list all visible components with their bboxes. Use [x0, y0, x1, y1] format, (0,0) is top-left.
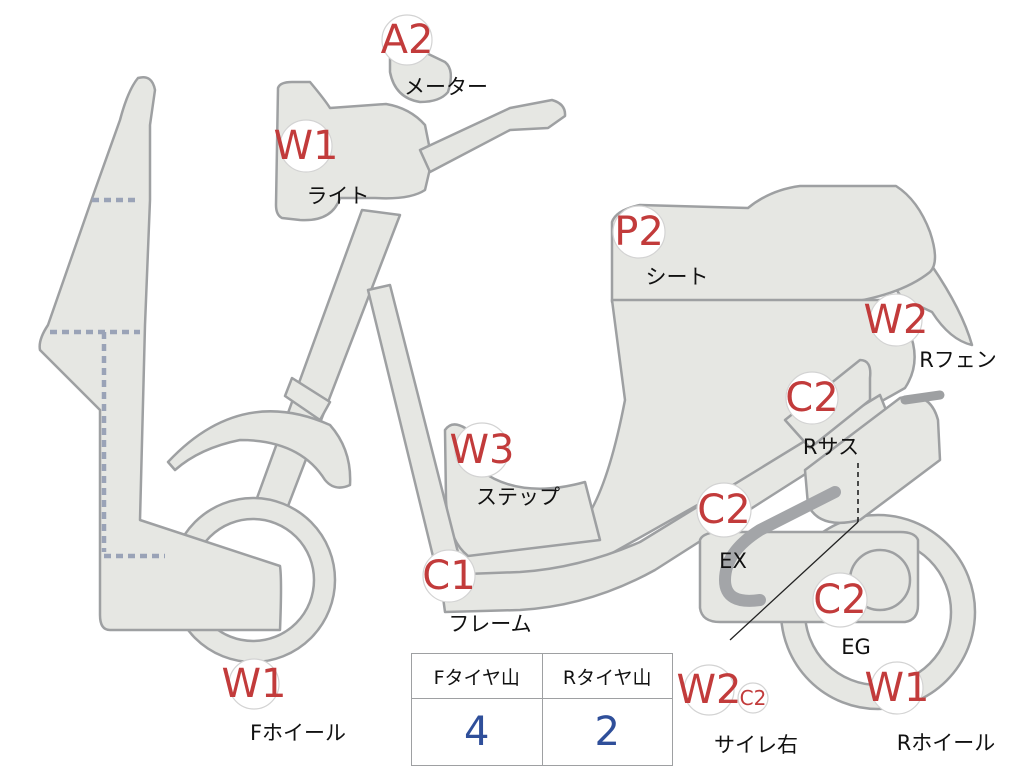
tire-tread-table: Fタイヤ山 Rタイヤ山 4 2 [411, 653, 673, 766]
grade-code: C2 [697, 487, 750, 533]
leader-line-solid [729, 521, 859, 641]
seat-part [610, 184, 937, 306]
handlebar [418, 98, 567, 174]
f-tire-tread-header: Fタイヤ山 [411, 653, 543, 699]
part-label: Rサス [803, 435, 859, 459]
grade-code: W2 [677, 667, 742, 713]
light-callout: W1 ライト [274, 119, 370, 208]
side-r-callout: W2 C2 サイレ右 [677, 664, 798, 757]
step-callout: W3 ステップ [450, 422, 560, 509]
grade-code: W1 [222, 661, 287, 707]
grade-circle [454, 422, 510, 478]
fender-stay [283, 376, 332, 422]
r-tire-tread-value: 2 [541, 698, 673, 766]
tread-value-row: 4 2 [411, 698, 673, 766]
grade-code: A2 [381, 17, 434, 63]
seat-callout: P2 シート [612, 205, 709, 289]
grade-code: W2 [864, 297, 929, 343]
front-fender-part [166, 410, 352, 489]
part-label: サイレ右 [714, 733, 798, 757]
grade-code: W1 [274, 123, 339, 169]
part-label: EG [841, 635, 871, 659]
exhaust-callout: C2 EX [696, 482, 752, 573]
part-label: EX [719, 549, 747, 573]
grade-circle [228, 658, 280, 710]
grade-circle [381, 14, 433, 66]
r-wheel-callout: W1 Rホイール [865, 661, 996, 755]
grade-circle [696, 482, 752, 538]
headlight-cowl-part [274, 80, 434, 222]
grade-code: C2 [785, 375, 838, 421]
grade-code: C2 [813, 577, 866, 623]
part-label: メーター [404, 75, 488, 99]
part-label: Rフェン [919, 348, 997, 372]
r-fender-callout: W2 Rフェン [864, 293, 997, 372]
leg-shield-part [38, 76, 283, 632]
part-label: シート [646, 265, 709, 289]
grade-circle [785, 371, 839, 425]
f-tire-tread-value: 4 [411, 698, 543, 766]
motorcycle-outline [38, 47, 977, 711]
grade-circle [683, 664, 735, 716]
part-label: フレーム [448, 612, 531, 636]
grade-circle-small [737, 682, 769, 714]
part-label: Fホイール [250, 721, 346, 745]
grade-code: W1 [865, 665, 930, 711]
grade-circle [812, 572, 868, 628]
grade-circle [869, 293, 923, 347]
part-label: ライト [307, 184, 370, 208]
engine-callout: C2 EG [812, 572, 871, 659]
grade-code-small: C2 [740, 686, 767, 710]
grade-circle [612, 205, 666, 259]
frame-callout: C1 フレーム [422, 549, 532, 636]
rear-shock-rod [900, 390, 945, 405]
grade-code: W3 [450, 427, 515, 473]
grade-code: C1 [422, 553, 475, 599]
grade-circle [279, 119, 333, 173]
f-wheel-callout: W1 Fホイール [222, 658, 346, 745]
r-tire-tread-header: Rタイヤ山 [541, 653, 673, 699]
r-suspension-callout: C2 Rサス [785, 371, 859, 459]
exhaust-pipe [718, 486, 841, 607]
part-label: ステップ [476, 485, 560, 509]
grade-code: P2 [614, 209, 664, 255]
grade-circle [422, 549, 476, 603]
part-label: Rホイール [897, 731, 996, 755]
grade-circle [870, 661, 924, 715]
meter-callout: A2 メーター [381, 14, 488, 99]
tread-header-row: Fタイヤ山 Rタイヤ山 [411, 653, 673, 699]
